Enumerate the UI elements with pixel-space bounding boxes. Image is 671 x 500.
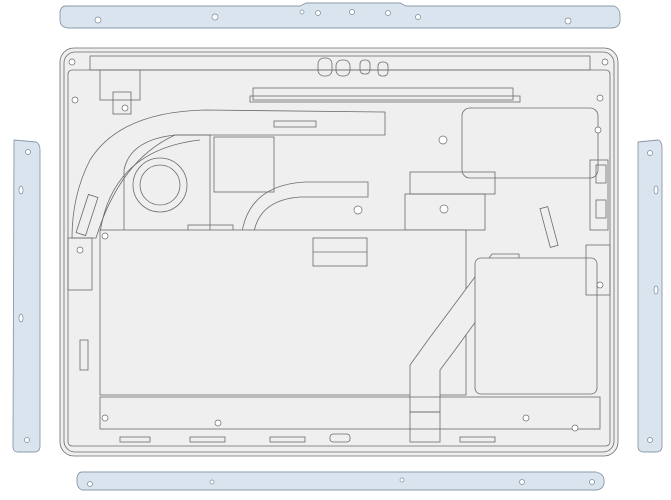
component-outline bbox=[595, 164, 607, 184]
mounting-hole bbox=[211, 13, 219, 21]
component-outline bbox=[99, 139, 201, 234]
screw bbox=[68, 58, 76, 66]
screw bbox=[353, 205, 363, 215]
mounting-hole bbox=[385, 10, 391, 16]
screw bbox=[601, 58, 609, 66]
component-outline bbox=[317, 57, 333, 77]
component-outline bbox=[539, 206, 559, 248]
component-outline bbox=[595, 199, 607, 219]
component-outline bbox=[459, 436, 496, 443]
rail-shape bbox=[637, 139, 663, 453]
component-outline bbox=[99, 69, 141, 101]
right-shield bbox=[461, 107, 599, 179]
component-outline bbox=[329, 433, 351, 443]
component-outline bbox=[335, 59, 351, 77]
component-outline bbox=[249, 95, 521, 103]
mounting-hole bbox=[24, 437, 30, 443]
screw bbox=[438, 135, 448, 145]
mounting-hole bbox=[94, 16, 102, 24]
component-outline bbox=[377, 61, 389, 77]
component-outline bbox=[359, 59, 371, 75]
heat-pipe bbox=[71, 109, 386, 239]
screw bbox=[594, 126, 602, 134]
mounting-hole bbox=[647, 437, 653, 443]
component-outline bbox=[241, 181, 369, 233]
device-chassis bbox=[59, 47, 619, 457]
right-side-rail bbox=[637, 139, 663, 453]
mounting-hole bbox=[564, 17, 572, 25]
rail-shape bbox=[12, 139, 41, 453]
mounting-hole bbox=[299, 9, 305, 15]
rail-shape bbox=[59, 2, 621, 29]
mounting-hole bbox=[653, 185, 659, 195]
screw bbox=[76, 246, 84, 254]
left-side-rail bbox=[12, 139, 41, 453]
top-bracket bbox=[252, 87, 514, 101]
component-outline bbox=[67, 237, 93, 291]
top-side-rail bbox=[59, 2, 621, 29]
mounting-hole bbox=[18, 185, 24, 195]
component-outline bbox=[75, 193, 99, 237]
battery-left bbox=[99, 229, 467, 396]
mounting-hole bbox=[415, 14, 421, 20]
screw bbox=[596, 94, 604, 102]
screw bbox=[571, 424, 579, 432]
screw bbox=[121, 104, 129, 112]
bottom-side-rail bbox=[76, 471, 605, 491]
component-outline bbox=[79, 339, 89, 371]
screw bbox=[101, 414, 109, 422]
component-outline bbox=[119, 436, 151, 443]
mounting-hole bbox=[315, 10, 321, 16]
mounting-hole bbox=[87, 481, 93, 487]
fan bbox=[132, 157, 188, 213]
mounting-hole bbox=[653, 285, 659, 295]
mounting-hole bbox=[399, 477, 405, 483]
mounting-hole bbox=[209, 479, 215, 485]
rail-shape bbox=[76, 471, 605, 491]
fan-housing bbox=[123, 134, 211, 234]
component-outline bbox=[409, 411, 441, 443]
component-outline bbox=[273, 120, 317, 128]
component-outline bbox=[89, 55, 591, 71]
component-outline bbox=[63, 51, 615, 453]
screw bbox=[214, 419, 222, 427]
component-outline bbox=[99, 396, 601, 430]
screw bbox=[439, 204, 449, 214]
mounting-hole bbox=[647, 150, 653, 156]
battery-right bbox=[474, 257, 598, 395]
component-outline bbox=[189, 436, 226, 443]
component-outline bbox=[112, 91, 132, 115]
component-outline bbox=[213, 136, 275, 193]
mounting-hole bbox=[519, 479, 525, 485]
mounting-hole bbox=[18, 313, 24, 323]
screw bbox=[522, 414, 530, 422]
mounting-hole bbox=[589, 479, 595, 485]
screw bbox=[101, 232, 109, 240]
screw bbox=[596, 281, 604, 289]
component-outline bbox=[269, 436, 306, 443]
component-outline bbox=[589, 159, 609, 231]
component-outline bbox=[585, 244, 611, 296]
mounting-hole bbox=[25, 149, 31, 155]
component-outline bbox=[139, 164, 181, 206]
mounting-hole bbox=[349, 9, 355, 15]
screw bbox=[71, 96, 79, 104]
